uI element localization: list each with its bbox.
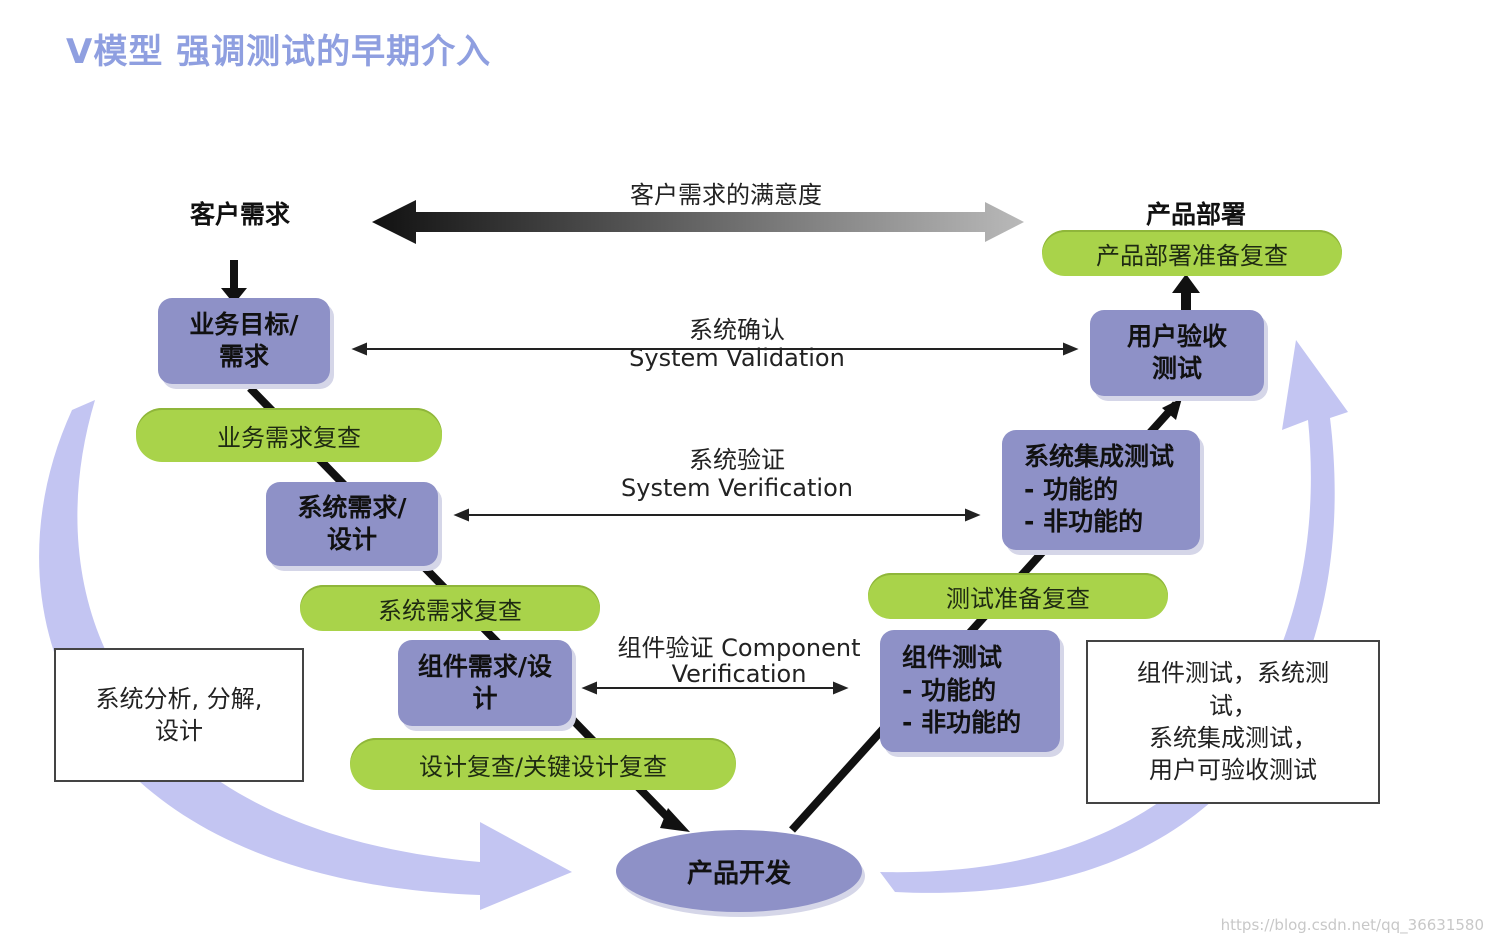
product-deployment-label: 产品部署	[1146, 200, 1247, 229]
pill-business-review: 业务需求复查	[136, 408, 442, 462]
satisfaction-label: 客户需求的满意度	[630, 181, 822, 209]
box-business-goal: 业务目标/ 需求	[158, 298, 330, 384]
verification-arrow	[453, 508, 981, 522]
customer-requirement-label: 客户需求	[190, 200, 291, 229]
v-left-arrowhead	[660, 808, 690, 832]
box-system-requirement: 系统需求/ 设计	[266, 482, 438, 566]
deploy-up-arrow	[1172, 274, 1200, 312]
left-curve-arrow	[39, 400, 572, 910]
note-right-testing: 组件测试，系统测 试， 系统集成测试， 用户可验收测试	[1086, 640, 1380, 804]
watermark: https://blog.csdn.net/qq_36631580	[1220, 916, 1484, 934]
requirement-down-arrow	[221, 260, 247, 304]
validation-en-label: System Validation	[629, 344, 845, 372]
pill-test-readiness: 测试准备复查	[868, 573, 1168, 619]
page-title: V模型 强调测试的早期介入	[66, 32, 492, 72]
box-system-integration: 系统集成测试 - 功能的 - 非功能的	[1002, 430, 1200, 550]
component-verification-label-2: Verification	[671, 660, 807, 688]
box-user-acceptance: 用户验收 测试	[1090, 310, 1264, 396]
v-right-arrowhead	[1162, 398, 1182, 420]
verification-en-label: System Verification	[621, 474, 853, 502]
validation-arrow	[351, 342, 1079, 356]
validation-cn-label: 系统确认	[689, 316, 785, 344]
component-verification-label-1: 组件验证 Component	[617, 634, 861, 662]
pill-system-review: 系统需求复查	[300, 585, 600, 631]
pill-deploy-review: 产品部署准备复查	[1042, 230, 1342, 276]
satisfaction-arrow	[372, 200, 1024, 244]
verification-cn-label: 系统验证	[689, 446, 785, 474]
component-arrow	[581, 681, 849, 695]
box-component-test: 组件测试 - 功能的 - 非功能的	[880, 630, 1060, 752]
note-left-analysis: 系统分析, 分解, 设计	[54, 648, 304, 782]
product-development-ellipse: 产品开发	[616, 830, 862, 912]
box-component-requirement: 组件需求/设 计	[398, 640, 572, 726]
pill-design-review: 设计复查/关键设计复查	[350, 738, 736, 790]
